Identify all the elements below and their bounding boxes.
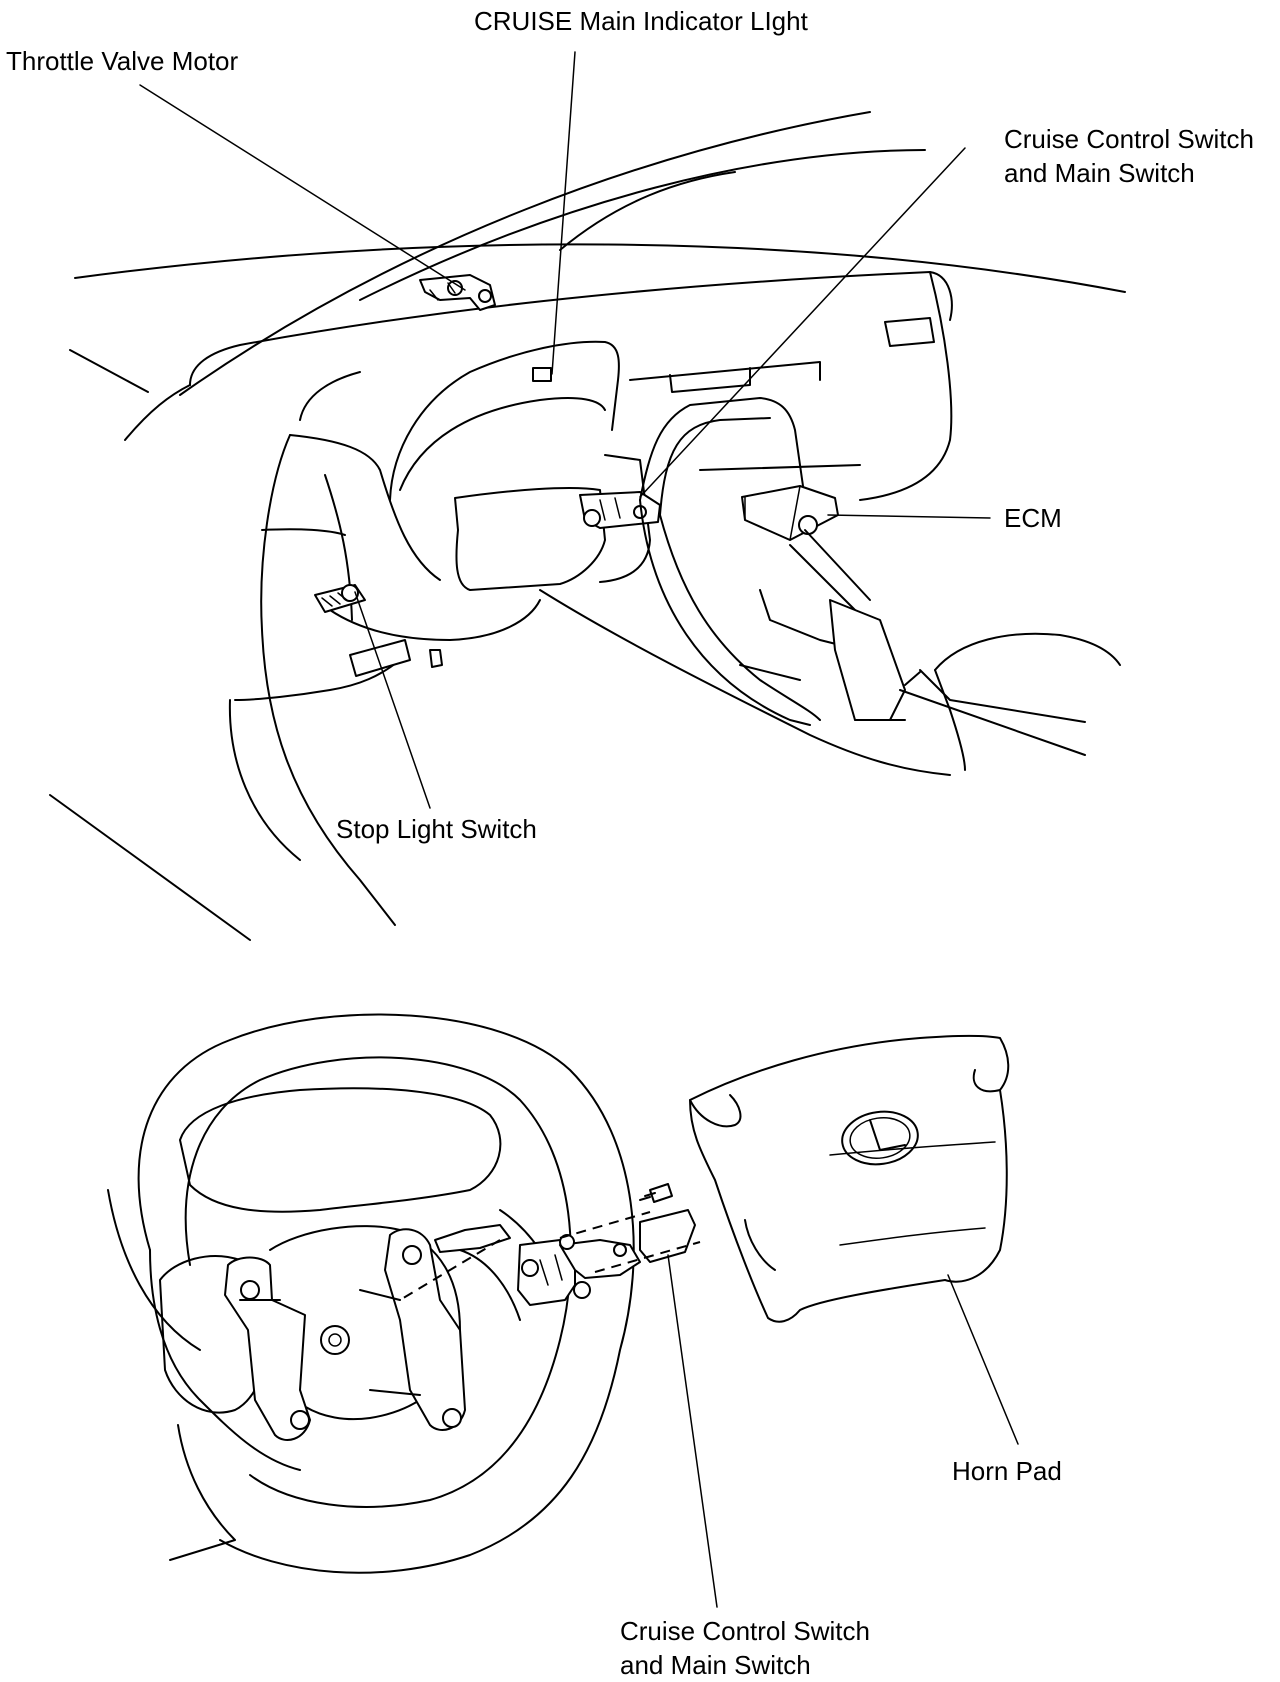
cruise-control-switch-lower-part	[399, 1183, 701, 1306]
label-ecm: ECM	[1004, 503, 1062, 533]
steering-wheel-illustration	[107, 1013, 1010, 1574]
label-stop-light-switch: Stop Light Switch	[336, 814, 537, 844]
stop-light-switch-part	[314, 584, 366, 613]
label-line: and Main Switch	[620, 1650, 811, 1680]
cruise-indicator-mark	[532, 367, 552, 382]
lexus-logo-icon	[841, 1110, 919, 1166]
label-cruise-control-switch-top: Cruise Control Switch and Main Switch	[1004, 122, 1254, 190]
ecm-part	[741, 485, 839, 541]
label-horn-pad: Horn Pad	[952, 1456, 1062, 1486]
dashboard-illustration	[49, 111, 1126, 941]
horn-pad-part	[689, 1034, 1010, 1323]
label-cruise-main-indicator-light: CRUISE Main Indicator LIght	[474, 6, 808, 36]
label-line: Cruise Control Switch	[1004, 124, 1254, 154]
label-throttle-valve-motor: Throttle Valve Motor	[6, 46, 239, 76]
label-cruise-control-switch-bottom: Cruise Control Switch and Main Switch	[620, 1614, 870, 1682]
throttle-valve-motor-part	[419, 274, 496, 311]
cruise-control-switch-upper-part	[579, 491, 661, 529]
leader-lines-bottom	[667, 1254, 1019, 1608]
label-line: Cruise Control Switch	[620, 1616, 870, 1646]
leader-lines-top	[139, 51, 991, 809]
label-line: and Main Switch	[1004, 158, 1195, 188]
